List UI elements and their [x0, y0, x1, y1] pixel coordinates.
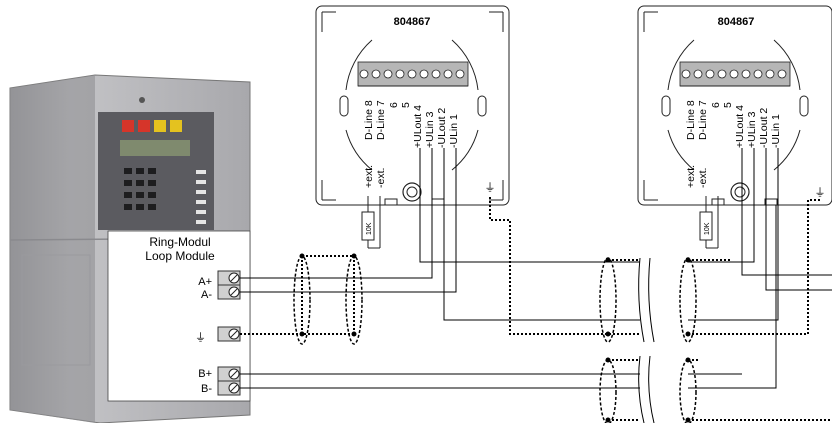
base-right-label-dline-8: D-Line 8 [685, 100, 697, 140]
detector-base-right: 804867 +ext. -ext. D-Line 8 D-Line 7 6 5… [637, 5, 832, 249]
resistor-label-right: 10K [704, 222, 711, 235]
base-left-label-6: 6 [388, 102, 400, 108]
junction-dots [299, 253, 691, 423]
base-right-label-ulin-3-plus: +ULin 3 [746, 111, 758, 148]
ground-icon-right: ⏚ [815, 186, 826, 199]
base-right-label-ulin-1-minus: -ULin 1 [770, 114, 782, 148]
panel-ground-icon: ⏚ [195, 331, 206, 344]
terminal-label-b-minus: B- [201, 383, 212, 395]
base-left-label-ulin-1-minus: -ULin 1 [448, 114, 460, 148]
cable-break-marks [638, 257, 655, 423]
base-right-label-5: 5 [722, 102, 734, 108]
ground-icon-left: ⏚ [485, 181, 496, 194]
part-number-left: 804867 [394, 16, 431, 28]
terminal-label-a-plus: A+ [198, 276, 212, 288]
panel-lcd [120, 140, 190, 156]
base-right-label-dline-7: D-Line 7 [697, 100, 709, 140]
base-left-label-ulin-3-plus: +ULin 3 [424, 111, 436, 148]
part-number-right: 804867 [718, 16, 755, 28]
base-right-label-6: 6 [710, 102, 722, 108]
loop-wires [240, 148, 832, 389]
base-left-label-ext-plus: +ext. [363, 165, 375, 188]
module-title-de: Ring-Modul [149, 235, 210, 249]
module-title-en: Loop Module [145, 249, 215, 263]
terminal-label-a-minus: A- [201, 289, 212, 301]
base-left-label-dline-7: D-Line 7 [375, 100, 387, 140]
base-left-label-ext-minus: -ext. [375, 168, 387, 188]
base-left-label-dline-8: D-Line 8 [363, 100, 375, 140]
base-right-label-ext-minus: -ext. [697, 168, 709, 188]
resistor-label-left: 10K [366, 222, 373, 235]
base-right-label-ext-plus: +ext. [685, 165, 697, 188]
base-right-label-ulout-4-plus: +ULout 4 [734, 105, 746, 148]
base-left-label-ulout-2-minus: -ULout 2 [436, 108, 448, 148]
base-right-label-ulout-2-minus: -ULout 2 [758, 108, 770, 148]
base-left-label-5: 5 [400, 102, 412, 108]
terminal-label-b-plus: B+ [198, 368, 212, 380]
base-left-label-ulout-4-plus: +ULout 4 [412, 105, 424, 148]
loop-module-box: Ring-Modul Loop Module A+ A- B+ B- ⏚ [107, 230, 251, 402]
shield-wires [240, 197, 832, 421]
detector-base-left: 804867 +ext. -ext. D-Line 8 D-Line 7 6 5… [315, 5, 510, 249]
